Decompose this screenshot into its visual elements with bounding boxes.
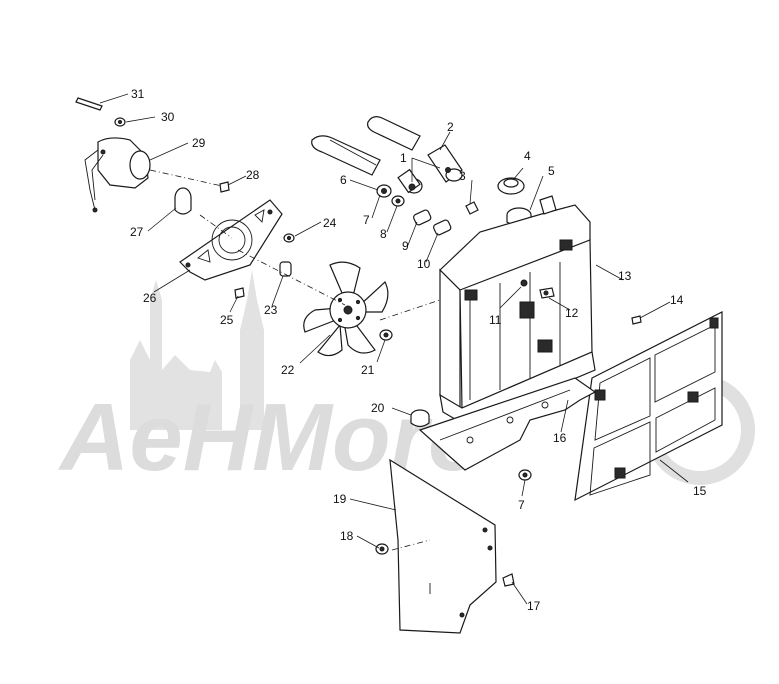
leader-lines xyxy=(99,93,689,605)
bolt-11 xyxy=(520,279,528,287)
callout-9: 9 xyxy=(402,239,409,253)
watermark: AeHMoro xyxy=(58,270,755,491)
callout-6: 6 xyxy=(340,173,347,187)
callout-13: 13 xyxy=(618,269,632,283)
screw-28 xyxy=(219,181,230,193)
callout-18: 18 xyxy=(340,529,354,543)
radiator-cap xyxy=(497,177,525,195)
mounting-bracket xyxy=(418,377,597,471)
nut-21 xyxy=(379,329,393,341)
nut-7-lower xyxy=(518,469,532,481)
callout-16: 16 xyxy=(553,431,567,445)
spacer-9 xyxy=(413,209,432,226)
callout-30: 30 xyxy=(161,110,175,124)
bushing-10 xyxy=(433,219,452,236)
fan-mounting-plate xyxy=(179,199,283,281)
callout-22: 22 xyxy=(281,363,295,377)
washer-30 xyxy=(114,117,126,127)
callout-11: 11 xyxy=(489,313,502,327)
spacer-23 xyxy=(279,261,292,277)
cooling-fan xyxy=(303,261,389,357)
callout-26: 26 xyxy=(143,291,157,305)
rivet-17 xyxy=(502,573,515,587)
callout-23: 23 xyxy=(264,303,278,317)
callout-28: 28 xyxy=(246,168,260,182)
callout-15: 15 xyxy=(693,484,707,498)
callout-25: 25 xyxy=(220,313,234,327)
bolt-31 xyxy=(75,97,103,111)
radiator-screen xyxy=(574,311,723,502)
grommet-20 xyxy=(410,409,430,428)
callout-10: 10 xyxy=(417,257,431,271)
callout-12: 12 xyxy=(565,306,579,320)
fan-motor xyxy=(84,137,151,213)
callout-17: 17 xyxy=(527,599,541,613)
callout-1: 1 xyxy=(400,151,407,165)
clip-3 xyxy=(465,201,479,215)
radiator-hose-upper xyxy=(311,135,381,176)
watermark-text: AeHMoro xyxy=(58,384,487,491)
radiator xyxy=(439,195,596,426)
callout-21: 21 xyxy=(361,363,375,377)
callout-8: 8 xyxy=(380,227,387,241)
side-panel xyxy=(389,458,497,634)
callout-4: 4 xyxy=(524,149,531,163)
callout-29: 29 xyxy=(192,136,206,150)
fitting-nut-6 xyxy=(376,184,392,198)
callout-7-lower: 7 xyxy=(518,498,525,512)
callout-20: 20 xyxy=(371,401,385,415)
spacer-27 xyxy=(174,187,192,215)
callout-3: 3 xyxy=(459,169,466,183)
thermostat-housing xyxy=(427,144,463,183)
callout-7-upper: 7 xyxy=(363,213,370,227)
washer-8 xyxy=(391,195,405,207)
callout-2: 2 xyxy=(447,120,454,134)
callout-5: 5 xyxy=(548,164,555,178)
callout-24: 24 xyxy=(323,216,337,230)
callout-labels: 1 2 3 4 5 6 7 7 8 9 10 11 12 13 14 15 16… xyxy=(130,87,707,613)
pushnut-18 xyxy=(375,543,389,555)
callout-14: 14 xyxy=(670,293,684,307)
assembly-centerlines xyxy=(149,169,441,551)
hose-clamp xyxy=(397,168,423,194)
callout-27: 27 xyxy=(130,225,144,239)
nut-24 xyxy=(283,233,295,243)
callout-31: 31 xyxy=(131,87,145,101)
radiator-hose-lower xyxy=(367,116,421,151)
screw-14 xyxy=(631,315,642,325)
screw-25 xyxy=(234,287,245,299)
callout-19: 19 xyxy=(333,492,347,506)
bolt-12 xyxy=(539,287,555,299)
